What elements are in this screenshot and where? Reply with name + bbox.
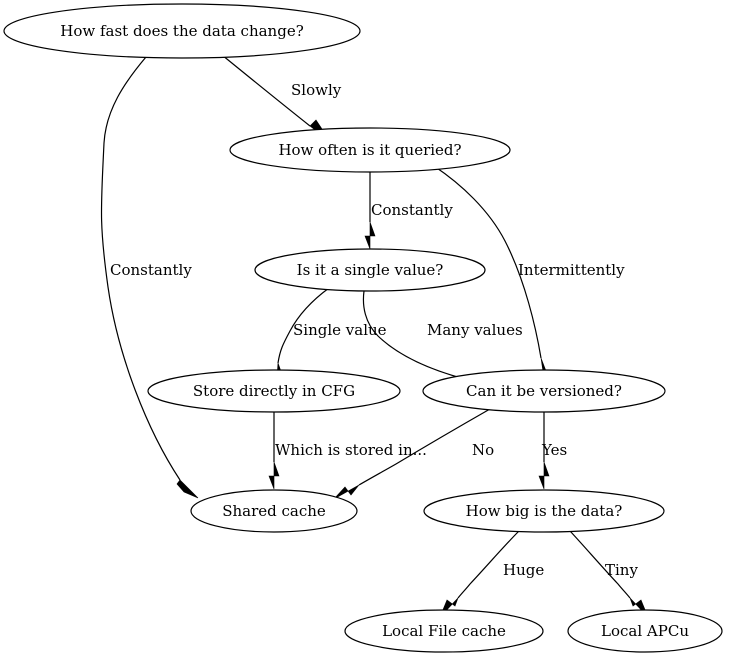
- node-label: Is it a single value?: [297, 261, 444, 279]
- edge-tiny-to-local-apcu[interactable]: Tiny: [569, 530, 649, 618]
- edge-label: Single value: [293, 321, 387, 339]
- edge-path: [362, 290, 466, 380]
- edge-huge-to-local-file-cache[interactable]: Huge: [439, 530, 544, 618]
- arrowhead-icon: [333, 484, 360, 500]
- node-label: Store directly in CFG: [193, 382, 355, 400]
- node-label: Local APCu: [601, 622, 689, 640]
- node-label: How big is the data?: [466, 502, 623, 520]
- arrowhead-icon: [176, 479, 199, 499]
- node-label: Can it be versioned?: [466, 382, 622, 400]
- node-shape[interactable]: [423, 489, 665, 533]
- node-local-apcu[interactable]: Local APCu: [567, 609, 723, 653]
- edge-which-is-stored-in-to-shared-cache[interactable]: Which is stored in...: [268, 412, 427, 490]
- node-is-it-a-single-value[interactable]: Is it a single value?: [254, 248, 486, 292]
- node-can-it-be-versioned[interactable]: Can it be versioned?: [422, 369, 666, 413]
- node-shape[interactable]: [3, 3, 361, 59]
- edge-path: [277, 287, 330, 364]
- arrowhead-icon: [538, 461, 550, 490]
- edge-no-to-shared-cache[interactable]: No: [333, 408, 494, 500]
- arrowhead-icon: [268, 461, 280, 490]
- edge-label: No: [472, 441, 494, 459]
- node-shape[interactable]: [344, 609, 544, 653]
- node-label: Local File cache: [382, 622, 506, 640]
- edge-path: [100, 56, 181, 481]
- edge-label: Intermittently: [518, 261, 625, 279]
- edge-path: [457, 530, 520, 599]
- edge-intermittently-to-can-version[interactable]: Intermittently: [433, 165, 625, 386]
- node-how-big-is-the-data[interactable]: How big is the data?: [423, 489, 665, 533]
- edge-label: Constantly: [110, 261, 192, 279]
- arrowhead-icon: [364, 221, 376, 250]
- edge-label: Slowly: [291, 81, 342, 99]
- node-shape[interactable]: [422, 369, 666, 413]
- edge-path: [569, 530, 631, 599]
- node-shape[interactable]: [190, 489, 358, 533]
- node-local-file-cache[interactable]: Local File cache: [344, 609, 544, 653]
- node-store-directly-in-cfg[interactable]: Store directly in CFG: [147, 369, 401, 413]
- edge-label: Yes: [541, 441, 567, 459]
- edge-constantly-to-shared-cache[interactable]: Constantly: [100, 56, 199, 499]
- node-label: How often is it queried?: [278, 141, 461, 159]
- edge-path: [221, 54, 311, 127]
- edge-label: Constantly: [371, 201, 453, 219]
- edge-path: [358, 408, 491, 486]
- node-label: Shared cache: [222, 502, 326, 520]
- node-shape[interactable]: [567, 609, 723, 653]
- node-label: How fast does the data change?: [60, 22, 304, 40]
- node-shape[interactable]: [147, 369, 401, 413]
- edge-label: Which is stored in...: [275, 441, 427, 459]
- edge-label: Tiny: [605, 561, 638, 579]
- edge-label: Huge: [503, 561, 544, 579]
- node-layer: How fast does the data change? How often…: [3, 3, 723, 653]
- node-how-fast-does-the-data-change[interactable]: How fast does the data change?: [3, 3, 361, 59]
- node-shape[interactable]: [254, 248, 486, 292]
- edge-layer: Constantly Slowly Constantly Intermitten…: [100, 54, 649, 618]
- node-shared-cache[interactable]: Shared cache: [190, 489, 358, 533]
- edge-yes-to-how-big[interactable]: Yes: [538, 412, 567, 490]
- node-shape[interactable]: [229, 127, 511, 173]
- node-how-often-is-it-queried[interactable]: How often is it queried?: [229, 127, 511, 173]
- edge-label: Many values: [427, 321, 523, 339]
- edge-path: [433, 165, 542, 359]
- edge-constantly-to-single-value[interactable]: Constantly: [364, 172, 453, 250]
